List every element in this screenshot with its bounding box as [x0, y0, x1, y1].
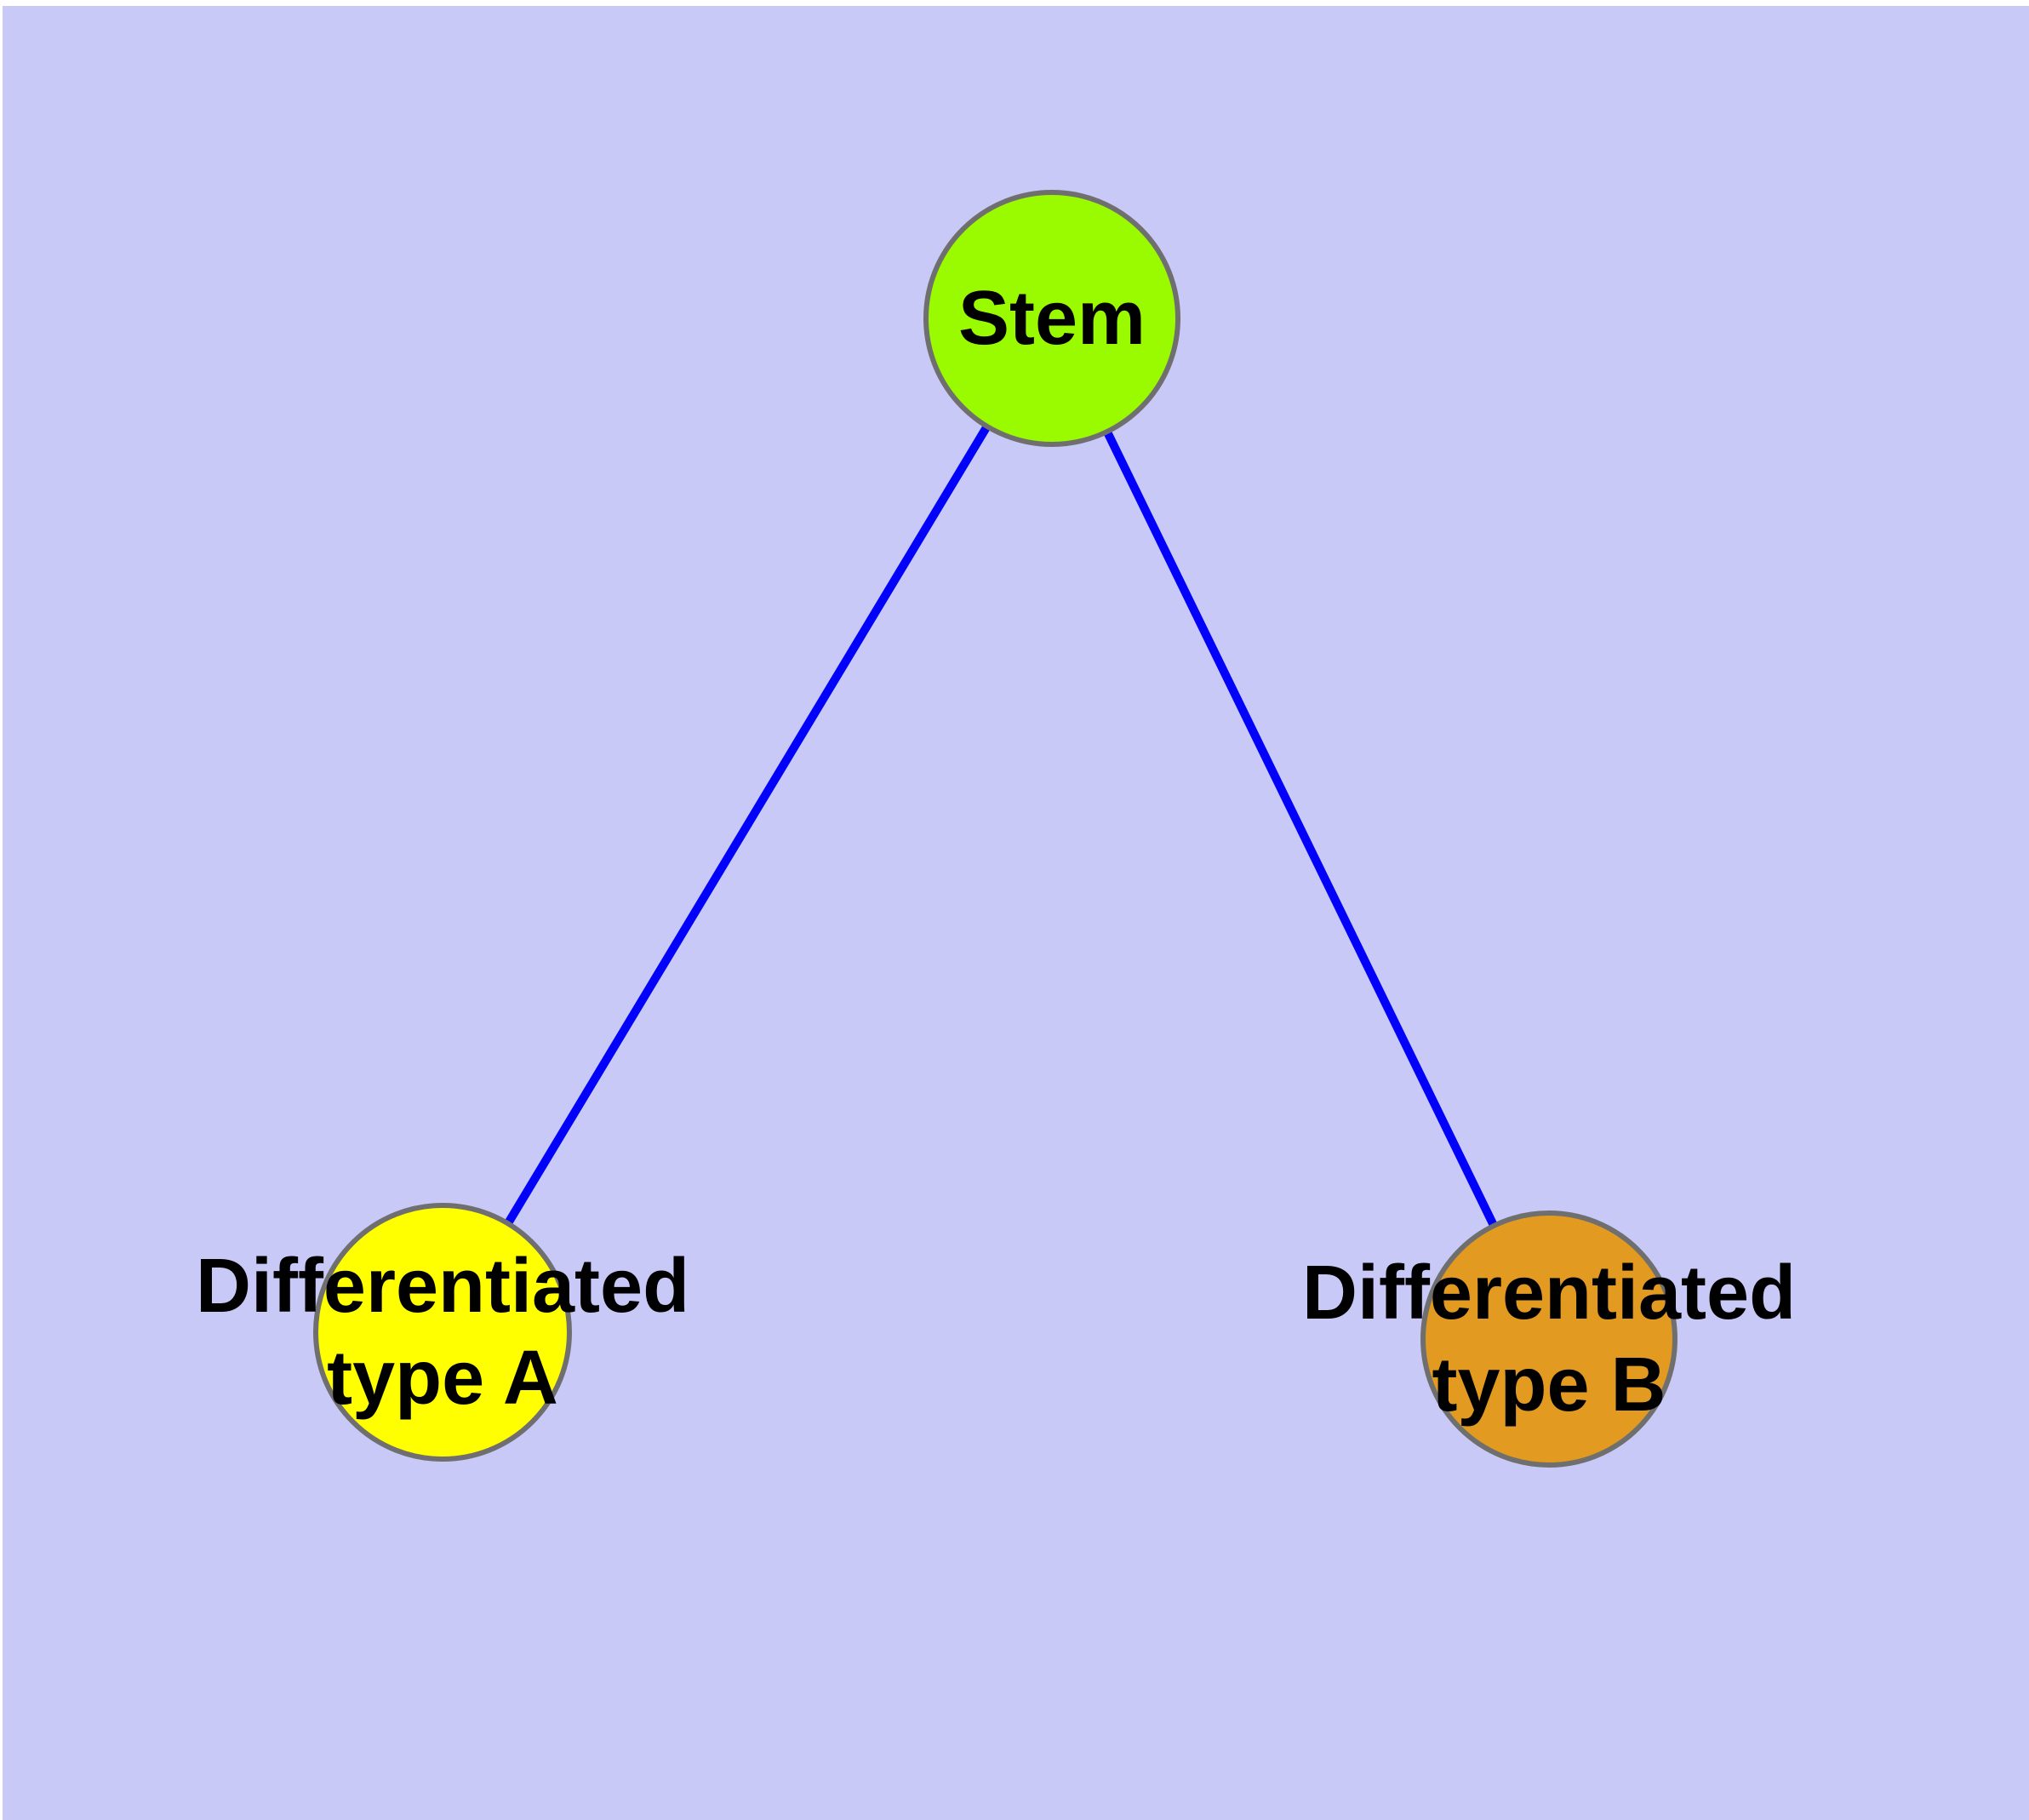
label-line-1: Differentiated: [1301, 1251, 1797, 1336]
node-stem-label: Stem: [957, 276, 1146, 361]
label-line-2: type B: [1432, 1342, 1666, 1428]
node-differentiated-type-b-label: Differentiated type B: [1302, 1247, 1796, 1431]
node-differentiated-type-a: Differentiated type A: [196, 1203, 689, 1462]
edge-stem-to-type-a: [438, 316, 1056, 1335]
label-line-1: Differentiated: [195, 1244, 690, 1329]
node-stem: Stem: [923, 190, 1180, 447]
node-differentiated-type-a-label: Differentiated type A: [196, 1240, 689, 1424]
node-differentiated-type-b: Differentiated type B: [1302, 1210, 1796, 1468]
edge-stem-to-type-b: [1048, 316, 1553, 1342]
label-line-2: type A: [327, 1336, 558, 1421]
